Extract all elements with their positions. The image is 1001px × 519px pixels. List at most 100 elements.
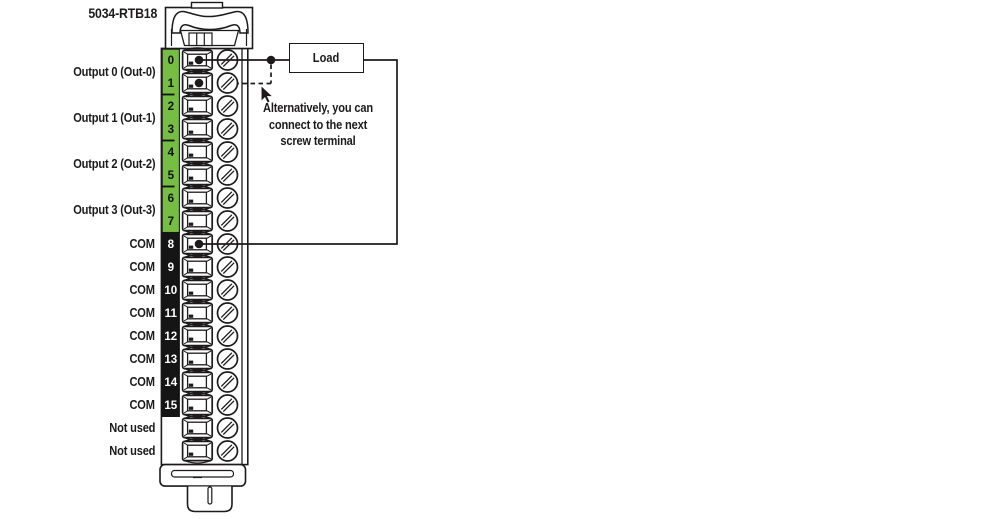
terminal-number: 0 xyxy=(168,54,174,67)
channel-separators xyxy=(162,93,175,188)
screw-terminal-icon xyxy=(216,256,239,278)
terminal-row-7: 7 xyxy=(168,208,239,234)
screw-slot-hatch xyxy=(220,352,235,367)
screw-terminal-icon xyxy=(216,164,239,186)
screw-slot-hatch xyxy=(220,76,235,91)
terminal-number: 12 xyxy=(164,330,177,343)
bottom-tab-slot xyxy=(207,486,213,505)
clamp-release-mark xyxy=(188,268,194,272)
clamp-release-mark xyxy=(188,406,194,410)
terminal-label-text: Not used xyxy=(108,444,155,458)
annotation-line: Alternatively, you can xyxy=(263,101,373,115)
terminal-label: Output 0 (Out-0) xyxy=(62,64,155,80)
screw-terminal-icon xyxy=(216,72,239,94)
clamp-opening xyxy=(186,260,208,274)
terminal-row-14: 14 xyxy=(164,369,239,395)
screw-slot-hatch xyxy=(220,145,235,160)
screw-terminal-icon xyxy=(216,348,239,370)
latch-top-notch xyxy=(190,1,224,9)
clamp-miters xyxy=(183,143,212,161)
terminal-label: Not used xyxy=(103,420,155,436)
terminal-label: COM xyxy=(126,351,156,367)
terminal-row-11: 11 xyxy=(165,300,239,326)
clamp-miters xyxy=(183,281,212,299)
terminal-label: COM xyxy=(126,305,156,321)
screw-terminal-icon xyxy=(216,210,239,232)
screw-terminal-icon xyxy=(216,302,239,324)
clamp-release-mark xyxy=(188,245,194,249)
terminal-label: COM xyxy=(126,259,156,275)
screw-slot-hatch xyxy=(220,421,235,436)
clamp-miters xyxy=(183,97,212,115)
screw-terminal-icon xyxy=(216,95,239,117)
terminal-label-text: COM xyxy=(129,306,156,320)
screw-terminal-icon xyxy=(216,279,239,301)
clamp-opening xyxy=(186,306,208,320)
bottom-clip-slot xyxy=(170,469,235,478)
mouse-cursor-icon xyxy=(260,84,274,104)
screw-slot-hatch xyxy=(220,260,235,275)
wire-junction-dot xyxy=(266,55,276,65)
screw-slot-hatch xyxy=(220,214,235,229)
clamp-miters xyxy=(183,235,212,253)
terminal-label-text: COM xyxy=(129,352,156,366)
terminal-row-9: 9 xyxy=(168,254,239,280)
clamp-release-mark xyxy=(188,429,194,433)
screw-terminal-icon xyxy=(216,325,239,347)
terminal-label-text: COM xyxy=(129,375,156,389)
screw-terminal-icon xyxy=(216,187,239,209)
terminal-number: 3 xyxy=(168,123,175,136)
clamp-opening xyxy=(186,122,208,136)
terminal-label-text: Output 0 (Out-0) xyxy=(72,64,155,79)
terminal-label-text: Not used xyxy=(108,421,155,435)
terminal-row-1: 1 xyxy=(168,70,239,96)
terminal-number: 11 xyxy=(165,307,178,320)
clamp-opening xyxy=(186,352,208,366)
terminal-row-12: 12 xyxy=(164,323,239,349)
terminal-number: 10 xyxy=(164,284,177,297)
annotation-line: connect to the next xyxy=(268,117,368,132)
clamp-opening xyxy=(186,329,208,343)
terminal-label-text: COM xyxy=(129,237,156,251)
clamp-miters xyxy=(183,166,212,184)
clamp-miters xyxy=(183,120,212,138)
screw-terminal-icon xyxy=(216,118,239,140)
latch-handle xyxy=(171,10,249,34)
clamp-miters xyxy=(183,74,212,92)
screw-terminal-icon xyxy=(216,141,239,163)
clamp-release-mark xyxy=(188,199,194,203)
screw-slot-hatch xyxy=(220,444,235,459)
terminal-row-4: 4 xyxy=(168,139,239,165)
terminal-number: 15 xyxy=(164,399,177,412)
clamp-miters xyxy=(183,373,212,391)
terminal-label: Output 3 (Out-3) xyxy=(62,202,155,218)
screw-slot-hatch xyxy=(220,122,235,137)
module-name: 5034-RTB18 xyxy=(88,5,157,21)
annotation-line: screw terminal xyxy=(280,134,356,148)
clamp-opening xyxy=(186,421,208,435)
clamp-release-mark xyxy=(188,222,194,226)
terminal-label: COM xyxy=(126,236,156,252)
clamp-release-mark xyxy=(188,291,194,295)
clamp-miters xyxy=(183,189,212,207)
clamp-release-mark xyxy=(188,84,194,88)
terminal-number: 2 xyxy=(168,100,174,113)
terminal-label-text: COM xyxy=(129,283,156,297)
terminal-row-3: 3 xyxy=(168,116,239,142)
load-label: Load xyxy=(313,51,340,65)
clamp-release-mark xyxy=(188,383,194,387)
wire-alternate-dashed xyxy=(238,64,272,85)
terminal-row-10: 10 xyxy=(164,277,239,303)
terminal-number: 13 xyxy=(164,353,177,366)
clamp-miters xyxy=(183,258,212,276)
wire-insertion-dot xyxy=(194,78,204,88)
terminal-label-text: COM xyxy=(129,398,156,412)
clamp-release-mark xyxy=(188,314,194,318)
terminal-label: COM xyxy=(126,328,156,344)
terminal-row-5: 5 xyxy=(168,162,239,188)
clamp-opening xyxy=(186,398,208,412)
terminal-number: 8 xyxy=(168,238,175,251)
clamp-miters xyxy=(183,304,212,322)
